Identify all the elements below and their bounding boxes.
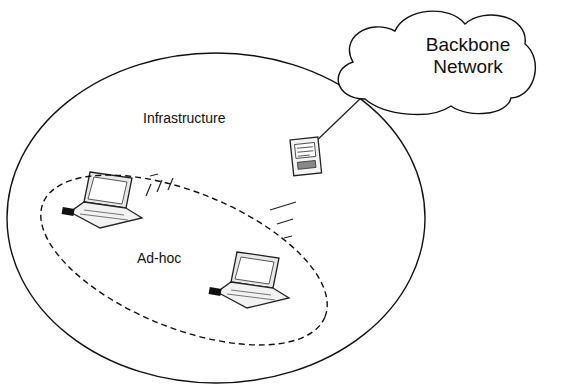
infrastructure-region-outline	[6, 52, 426, 384]
adhoc-region: Ad-hoc	[34, 170, 334, 350]
access-point	[290, 137, 322, 176]
laptop	[62, 172, 142, 228]
network-cloud: Backbone Network	[325, 4, 539, 120]
cloud-shape	[338, 11, 535, 114]
region-label: Infrastructure	[143, 110, 225, 126]
dashed-ellipse	[18, 140, 351, 380]
cloud-label: Backbone Network	[412, 34, 524, 78]
infrastructure-region: InfrastructureAd-hoc	[6, 52, 426, 384]
adhoc-region-outline	[34, 170, 334, 350]
network-cloud-outline	[325, 4, 539, 120]
laptop	[209, 252, 289, 308]
region-label: Ad-hoc	[137, 250, 181, 266]
region-ellipse	[7, 53, 425, 383]
